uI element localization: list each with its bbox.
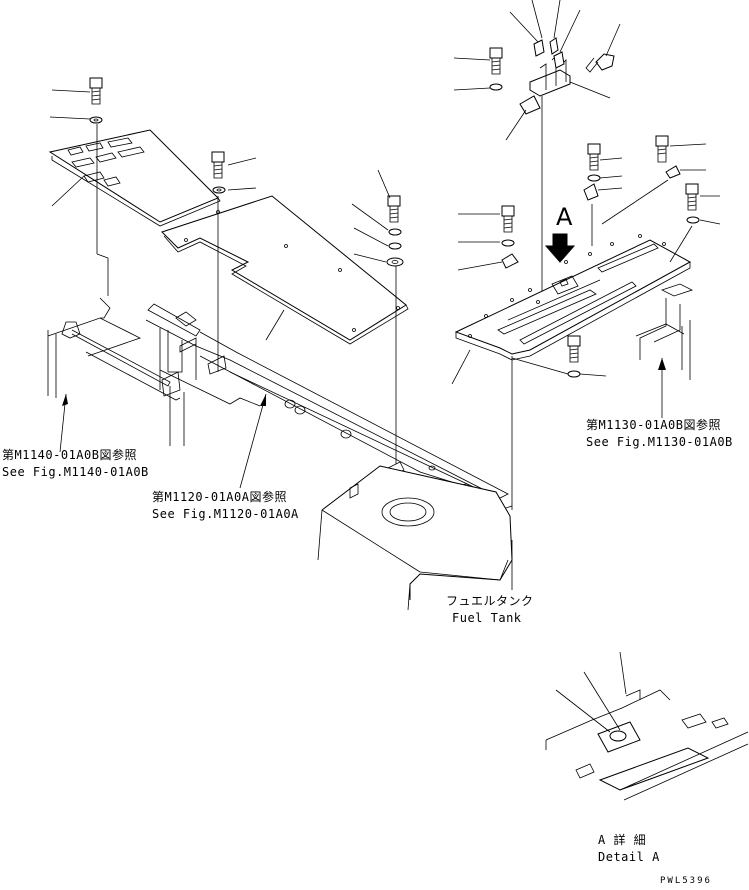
ref-m1140-en: See Fig.M1140-01A0B	[2, 465, 149, 479]
ref-m1130-en: See Fig.M1130-01A0B	[586, 435, 733, 449]
reference-arrows	[59, 358, 666, 489]
left-bolt	[89, 77, 103, 124]
fuel-tank-label-en: Fuel Tank	[452, 611, 522, 625]
drawing-code: PWL5396	[660, 876, 712, 886]
middle-long-cover	[161, 195, 409, 345]
ref-m1130-jp: 第M1130-01A0B図参照	[586, 418, 721, 432]
right-mid-bolt	[501, 205, 519, 269]
middle-bolt	[211, 151, 226, 194]
fuel-tank-label-jp: フュエルタンク	[446, 594, 534, 608]
ref-m1120-en: See Fig.M1120-01A0A	[152, 507, 299, 521]
right-frame	[635, 283, 694, 380]
view-a-marker: A	[556, 203, 573, 231]
right-lower-bolt	[567, 335, 581, 378]
right-upper-bolt	[489, 47, 503, 91]
right-bolt-b	[655, 135, 681, 179]
left-cover-plate	[48, 129, 221, 227]
ref-m1140-jp: 第M1140-01A0B図参照	[2, 448, 137, 462]
fuel-tank	[317, 465, 513, 611]
ref-m1120-jp: 第M1120-01A0A図参照	[152, 490, 287, 504]
detail-a-label-jp: A 詳 細	[598, 833, 647, 847]
detail-a-label-en: Detail A	[598, 850, 660, 864]
detail-a-view	[545, 689, 749, 801]
top-right-bracket	[519, 37, 615, 115]
right-bolt-c	[685, 183, 700, 224]
bolt-stack-center	[386, 195, 404, 267]
right-bolt-a	[583, 143, 601, 201]
view-a-arrow	[544, 233, 576, 263]
